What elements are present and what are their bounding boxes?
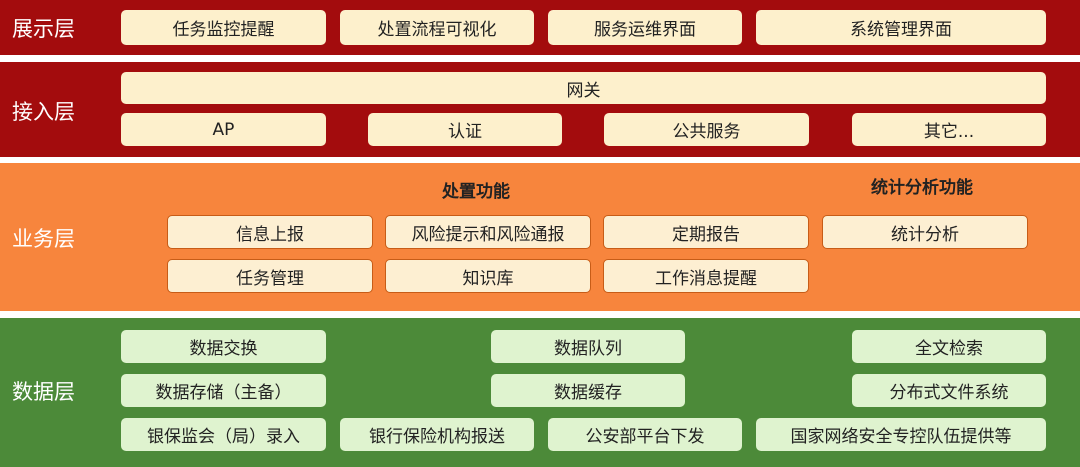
regulator-input-box: 银保监会（局）录入 <box>121 418 326 451</box>
ap-box: AP <box>121 113 326 146</box>
system-admin-ui-box: 系统管理界面 <box>756 10 1046 45</box>
statistics-analysis-box: 统计分析 <box>822 215 1028 249</box>
auth-box: 认证 <box>368 113 562 146</box>
periodic-report-box: 定期报告 <box>603 215 809 249</box>
institution-report-box: 银行保险机构报送 <box>340 418 534 451</box>
business-layer: 业务层 处置功能 统计分析功能 信息上报 风险提示和风险通报 定期报告 统计分析… <box>0 163 1080 311</box>
task-monitor-alert-box: 任务监控提醒 <box>121 10 326 45</box>
info-report-box: 信息上报 <box>167 215 373 249</box>
knowledge-base-box: 知识库 <box>385 259 591 293</box>
presentation-layer-label: 展示层 <box>12 17 75 41</box>
process-visualization-box: 处置流程可视化 <box>340 10 534 45</box>
presentation-layer: 展示层 任务监控提醒 处置流程可视化 服务运维界面 系统管理界面 <box>0 0 1080 55</box>
distributed-fs-box: 分布式文件系统 <box>852 374 1046 407</box>
business-layer-label: 业务层 <box>12 227 75 251</box>
data-storage-box: 数据存储（主备） <box>121 374 326 407</box>
risk-alert-box: 风险提示和风险通报 <box>385 215 591 249</box>
statistics-group-title: 统计分析功能 <box>871 178 973 198</box>
data-exchange-box: 数据交换 <box>121 330 326 363</box>
work-message-alert-box: 工作消息提醒 <box>603 259 809 293</box>
task-management-box: 任务管理 <box>167 259 373 293</box>
national-security-team-box: 国家网络安全专控队伍提供等 <box>756 418 1046 451</box>
data-layer: 数据层 数据交换 数据队列 全文检索 数据存储（主备） 数据缓存 分布式文件系统… <box>0 318 1080 467</box>
gateway-box: 网关 <box>121 72 1046 104</box>
others-box: 其它... <box>852 113 1046 146</box>
data-queue-box: 数据队列 <box>491 330 685 363</box>
ops-ui-box: 服务运维界面 <box>548 10 742 45</box>
police-platform-box: 公安部平台下发 <box>548 418 742 451</box>
data-cache-box: 数据缓存 <box>491 374 685 407</box>
access-layer-label: 接入层 <box>12 100 75 124</box>
disposal-group-title: 处置功能 <box>442 182 510 202</box>
data-layer-label: 数据层 <box>12 380 75 404</box>
public-service-box: 公共服务 <box>604 113 809 146</box>
access-layer: 接入层 网关 AP 认证 公共服务 其它... <box>0 62 1080 157</box>
fulltext-search-box: 全文检索 <box>852 330 1046 363</box>
